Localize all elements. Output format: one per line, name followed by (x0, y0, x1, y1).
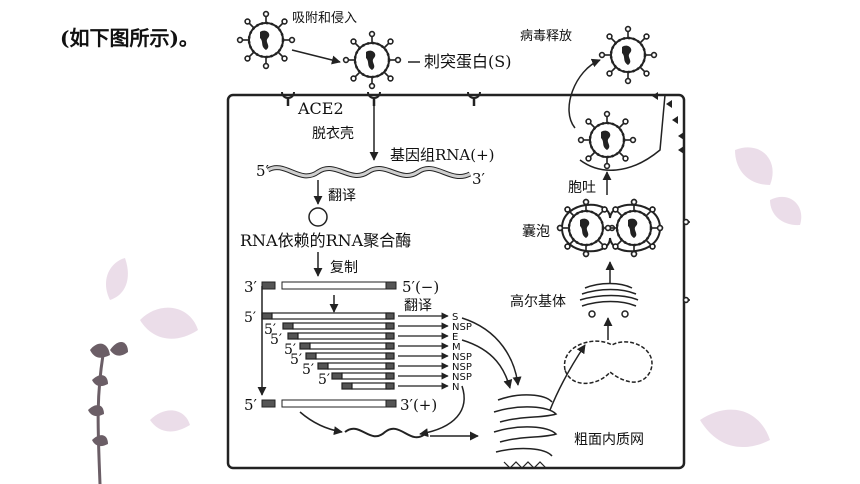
virion-icon (598, 25, 658, 85)
protein-label-nsp: NSP (452, 322, 472, 333)
translation2-label: 翻译 (404, 298, 432, 314)
ace2-label: ACE2 (297, 99, 344, 118)
genome-5prime-label: 5′ (256, 162, 270, 180)
release-arrow (568, 58, 601, 129)
intro-text: (如下图所示)。 (60, 26, 199, 50)
em-protein-to-er-arrow (461, 339, 513, 389)
protein-label-n: N (452, 382, 459, 393)
membrane-spikes (652, 92, 684, 154)
er-vesicle (563, 340, 653, 385)
template-3prime-label: 3′ (244, 278, 258, 296)
n-protein-arrow (419, 385, 465, 438)
uncoating-label: 脱衣壳 (312, 125, 354, 142)
protein-label-s: S (452, 312, 458, 323)
rough-er (493, 394, 558, 469)
virion-icon (342, 30, 402, 90)
golgi-label: 高尔基体 (510, 293, 566, 310)
coronavirus-replication-diagram: 吸附和侵入 刺突蛋白(S) 病毒释放 ACE2 脱衣壳 基因组RNA(+) 5′… (226, 10, 690, 470)
protein-label-nsp: NSP (452, 362, 472, 373)
virion-icon (577, 110, 637, 170)
genome-3prime-label: 3′ (472, 170, 486, 188)
vesicle-virion-icon (604, 198, 664, 258)
mrna4-5prime-label: 5′ (284, 342, 296, 358)
nucleocapsid-strand (344, 427, 426, 439)
genome-copy-5prime-label: 5′ (244, 396, 258, 414)
er-budding-arrow (549, 344, 586, 411)
protein-label-nsp: NSP (452, 372, 472, 383)
vesicle-label: 囊泡 (522, 223, 550, 240)
negative-strand-template (261, 281, 397, 290)
mrna6-5prime-label: 5′ (302, 362, 314, 378)
genome-copy-3prime-plus-label: 3′(+) (400, 396, 437, 414)
protein-label-m: M (452, 342, 461, 353)
protein-label-e: E (452, 332, 458, 343)
mrna7-5prime-label: 5′ (318, 372, 330, 388)
template-5prime-minus-label: 5′(−) (402, 278, 439, 296)
virion-icon (236, 10, 296, 70)
polymerase-protein (308, 207, 328, 227)
mrna5-5prime-label: 5′ (290, 352, 302, 368)
rough-er-label: 粗面内质网 (574, 432, 644, 448)
protein-label-nsp: NSP (452, 352, 472, 363)
leaf-decoration (105, 147, 802, 448)
stem-decoration (88, 341, 128, 484)
s-protein-to-er-arrow (461, 317, 522, 386)
adsorption-entry-label: 吸附和侵入 (292, 10, 357, 26)
exocytosis-membrane (579, 94, 666, 171)
spike-protein-label: 刺突蛋白(S) (424, 52, 511, 71)
virus-release-label: 病毒释放 (520, 29, 572, 44)
replication-label: 复制 (330, 259, 358, 276)
rdrp-label: RNA依赖的RNA聚合酶 (240, 231, 411, 250)
translation-label: 翻译 (328, 188, 356, 204)
genome-to-nucleocapsid-arrow (299, 411, 343, 436)
mrna1-5prime-label: 5′ (244, 310, 256, 326)
protein-translation-arrows (398, 312, 449, 390)
entry-arrow (291, 49, 341, 65)
mrna2-5prime-label: 5′ (264, 322, 276, 338)
mrna3-5prime-label: 5′ (270, 332, 282, 348)
exocytosis-label: 胞吐 (568, 180, 596, 196)
subgenomic-mrna-set (261, 312, 395, 390)
positive-strand-genome (261, 399, 397, 408)
genome-rna-label: 基因组RNA(+) (390, 146, 495, 164)
golgi-apparatus (579, 282, 639, 318)
